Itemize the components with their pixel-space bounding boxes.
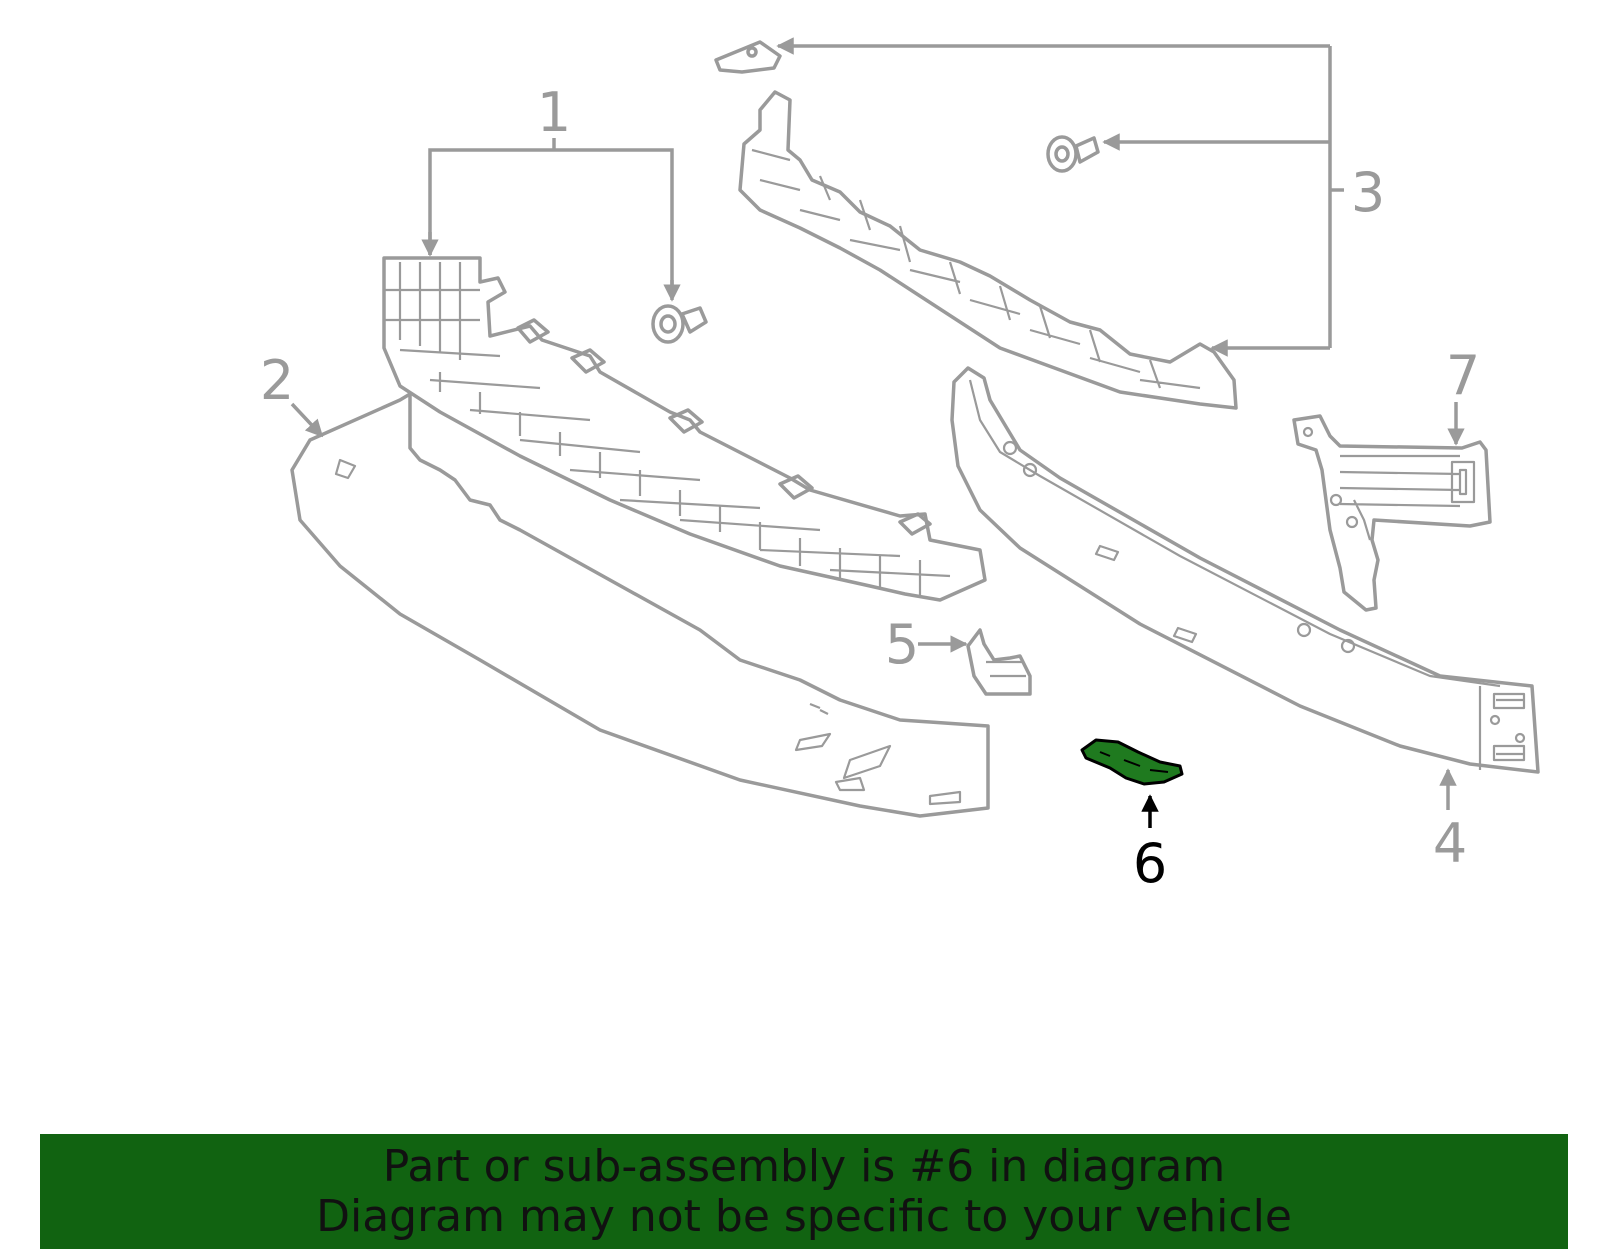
leader-2 [290, 402, 324, 438]
callout-label-5: 5 [885, 613, 919, 676]
banner-line-disclaimer: Diagram may not be specific to your vehi… [316, 1190, 1292, 1242]
part-4-reinforcement [950, 366, 1540, 774]
info-banner: Part or sub-assembly is #6 in diagram Di… [40, 1134, 1568, 1249]
part-5-bracket [966, 628, 1032, 696]
leader-1 [428, 148, 674, 296]
part-1-clip [651, 304, 708, 344]
callout-label-7: 7 [1446, 344, 1480, 407]
part-3-absorber [714, 40, 1238, 410]
callout-label-3: 3 [1351, 161, 1385, 224]
part-7-bracket [1292, 414, 1492, 612]
banner-line-part-number: Part or sub-assembly is #6 in diagram [382, 1140, 1226, 1192]
part-2-absorber [290, 392, 990, 818]
part-1-grille [382, 256, 987, 602]
callout-label-2: 2 [260, 349, 294, 412]
part-6-bracket [1080, 738, 1184, 786]
callout-label-1: 1 [537, 81, 571, 144]
callout-label-6: 6 [1133, 832, 1167, 895]
callout-label-4: 4 [1433, 812, 1467, 875]
